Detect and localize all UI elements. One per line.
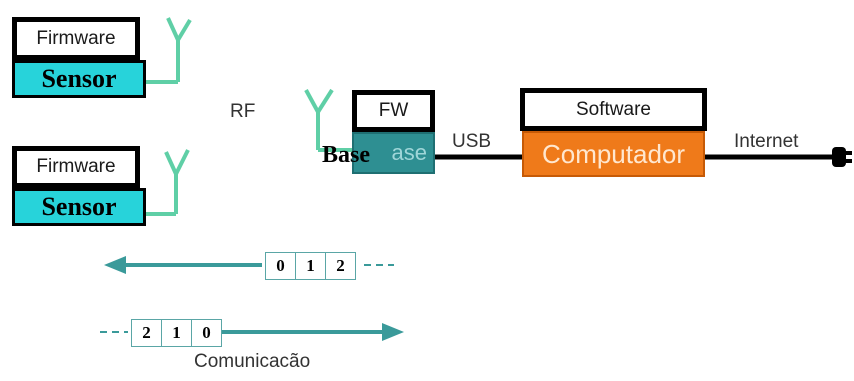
caption: Comunicacão	[194, 351, 311, 372]
rf-label: RF	[230, 101, 256, 122]
arrow-right	[100, 323, 404, 341]
sensor-box: Sensor	[12, 60, 146, 98]
antenna-icon	[304, 88, 352, 152]
firmware-box: Firmware	[12, 146, 140, 188]
internet-label: Internet	[734, 131, 799, 152]
firmware-label: Firmware	[36, 27, 116, 49]
packet-cell: 1	[162, 319, 192, 347]
antenna-icon	[146, 17, 192, 84]
packet-cell: 2	[131, 319, 162, 347]
firmware-label: Firmware	[36, 156, 116, 177]
usb-label: USB	[452, 131, 492, 152]
computer-box: Computador	[522, 131, 705, 177]
packet-sequence-outgoing: 0 1 2	[265, 252, 356, 280]
sensor-label: Sensor	[41, 64, 117, 93]
fw-box: FW	[352, 90, 435, 132]
plug-icon	[832, 147, 852, 167]
computer-label: Computador	[541, 138, 686, 169]
software-label: Software	[576, 98, 651, 120]
software-box: Software	[520, 88, 707, 131]
packet-cell: 2	[326, 252, 356, 280]
packet-cell: 0	[192, 319, 222, 347]
arrow-left	[104, 256, 394, 274]
fw-label: FW	[378, 100, 409, 121]
firmware-box: Firmware	[12, 17, 140, 60]
sensor-box: Sensor	[12, 188, 146, 226]
sensor-label: Sensor	[41, 192, 117, 221]
base-label: Base	[322, 142, 370, 168]
antenna-icon	[146, 149, 190, 216]
base-box: ase	[352, 132, 435, 174]
packet-cell: 0	[265, 252, 296, 280]
packet-cell: 1	[296, 252, 326, 280]
packet-sequence-incoming: 2 1 0	[131, 319, 222, 347]
base-ghost-text: ase	[391, 140, 427, 165]
